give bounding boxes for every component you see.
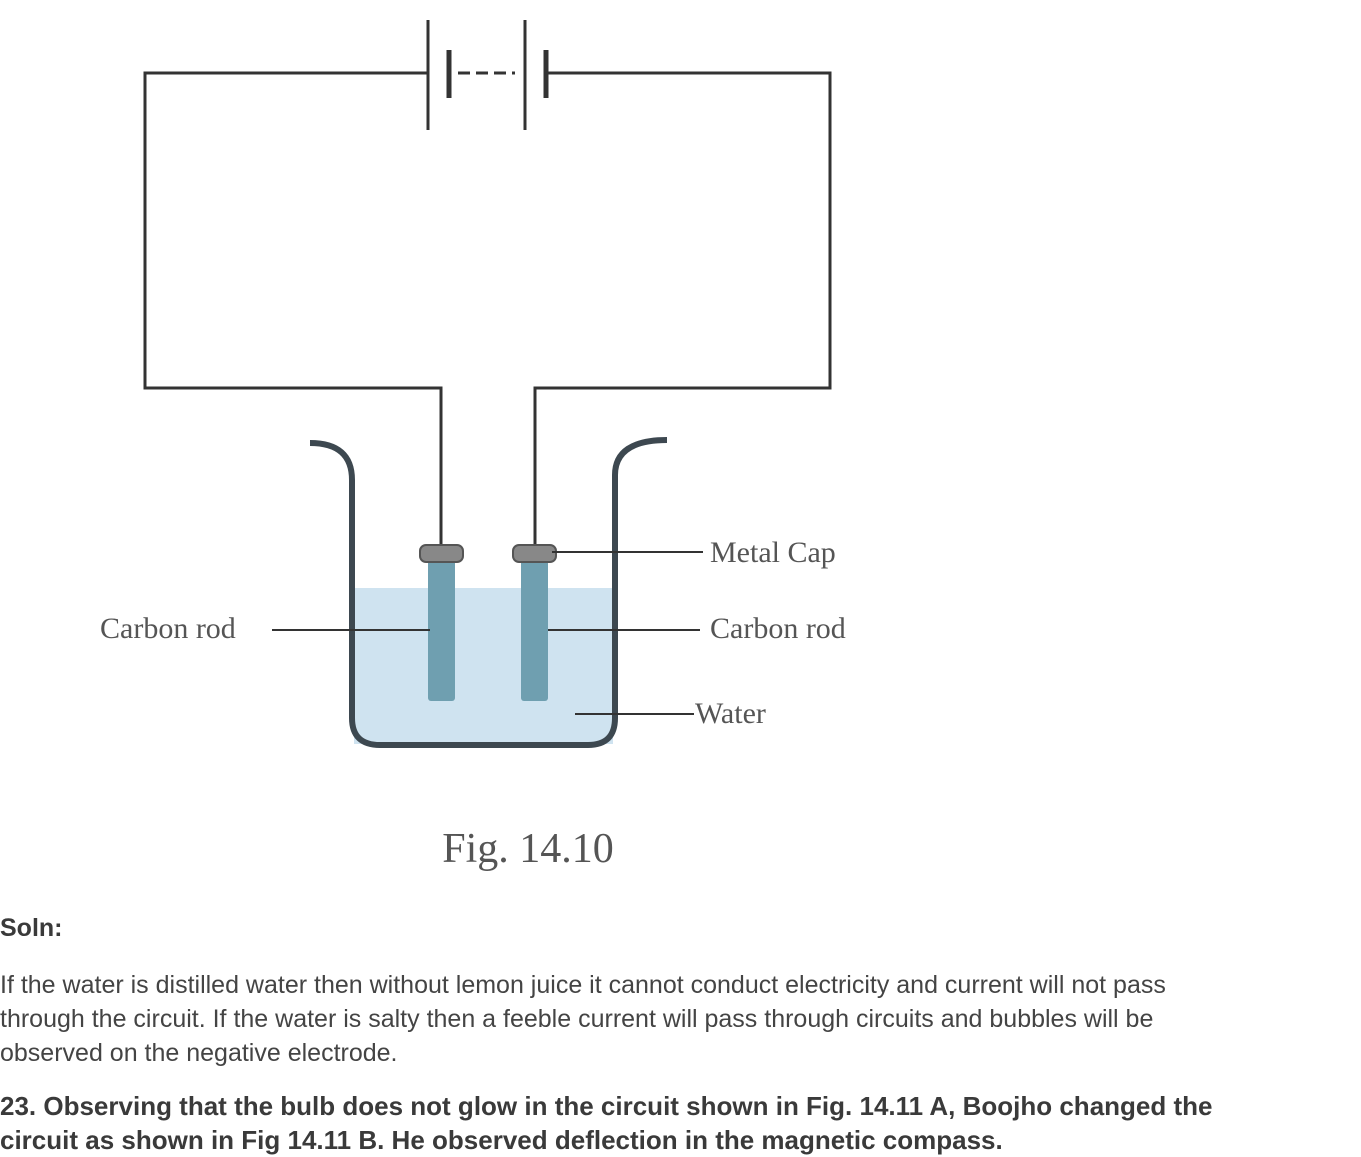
battery-icon xyxy=(426,20,549,130)
water xyxy=(354,588,613,744)
solution-line: through the circuit. If the water is sal… xyxy=(0,1005,1154,1033)
figure-caption: Fig. 14.10 xyxy=(442,826,614,872)
solution-text: If the water is distilled water then wit… xyxy=(0,968,1361,1070)
leader-lines xyxy=(272,551,703,715)
carbon-rod-right xyxy=(512,544,557,701)
label-carbon-rod-left: Carbon rod xyxy=(100,612,236,645)
solution-line: If the water is distilled water then wit… xyxy=(0,971,1166,999)
circuit-diagram: Metal Cap Carbon rod Water Carbon rod Fi… xyxy=(100,20,846,872)
question-23: 23. Observing that the bulb does not glo… xyxy=(0,1089,1361,1157)
label-water: Water xyxy=(695,697,766,730)
carbon-rod-left xyxy=(419,544,464,701)
circuit-wires xyxy=(143,71,832,545)
question-line: 23. Observing that the bulb does not glo… xyxy=(0,1091,1213,1121)
question-line: circuit as shown in Fig 14.11 B. He obse… xyxy=(0,1125,1003,1155)
beaker xyxy=(309,437,668,748)
label-metal-cap: Metal Cap xyxy=(710,536,836,569)
solution-line: observed on the negative electrode. xyxy=(0,1039,398,1067)
label-carbon-rod-right: Carbon rod xyxy=(710,612,846,645)
solution-heading: Soln: xyxy=(0,914,63,942)
